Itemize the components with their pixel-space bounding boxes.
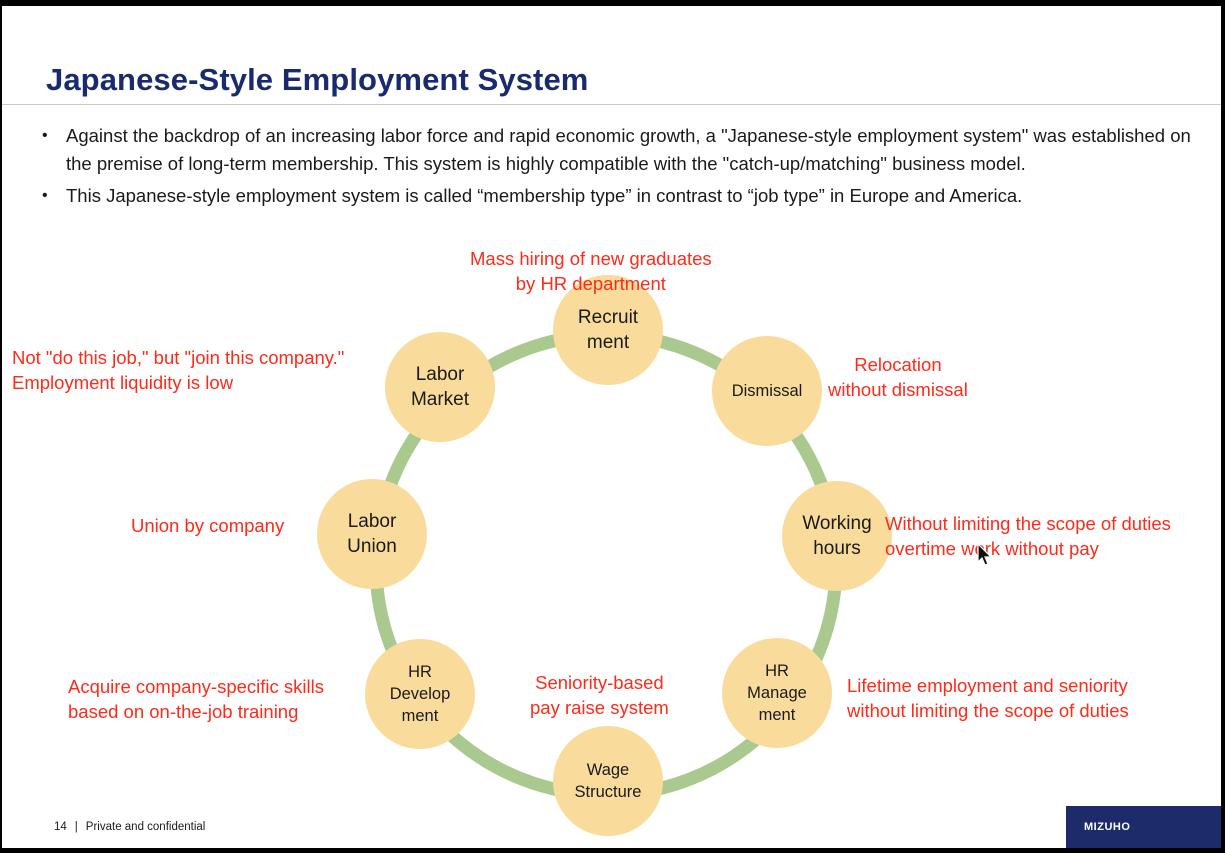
confidential-label: Private and confidential [85,821,206,833]
page-number: 14 [54,821,67,833]
node-hr-development: HR Develop ment [365,639,475,749]
node-dismissal: Dismissal [712,336,822,446]
annotation-hr-management: Lifetime employment and seniority withou… [847,675,1129,721]
annotation-working-hours: Without limiting the scope of duties ove… [885,513,1171,559]
footer-separator: | [74,821,78,833]
title-divider [2,104,1221,105]
employment-cycle-diagram: Recruit ment Dismissal Working hours HR … [2,6,1221,848]
annotation-dismissal: Relocation without dismissal [828,354,968,400]
node-wage-structure: Wage Structure [553,726,663,836]
slide: Japanese-Style Employment System Against… [2,6,1221,848]
footer: 14 | Private and confidential [54,821,205,833]
annotation-labor-market: Not "do this job," but "join this compan… [12,347,345,393]
page-title: Japanese-Style Employment System [46,62,589,97]
logo-text: MIZUHO [1084,821,1131,833]
mouse-pointer-icon [977,543,993,566]
bullet-item: This Japanese-style employment system is… [42,182,1202,210]
node-recruitment: Recruit ment [553,275,663,385]
node-labor-market: Labor Market [385,332,495,442]
annotation-labor-union: Union by company [131,515,285,536]
annotation-recruitment: Mass hiring of new graduates by HR depar… [470,248,712,294]
mizuho-logo: MIZUHO [1066,806,1221,848]
node-hr-management: HR Manage ment [722,638,832,748]
bullet-item: Against the backdrop of an increasing la… [42,122,1202,178]
annotation-wage-structure: Seniority-based pay raise system [530,672,669,718]
node-labor-union: Labor Union [317,479,427,589]
bullet-list: Against the backdrop of an increasing la… [42,122,1202,214]
node-working-hours: Working hours [782,481,892,591]
annotation-hr-development: Acquire company-specific skills based on… [68,676,325,722]
